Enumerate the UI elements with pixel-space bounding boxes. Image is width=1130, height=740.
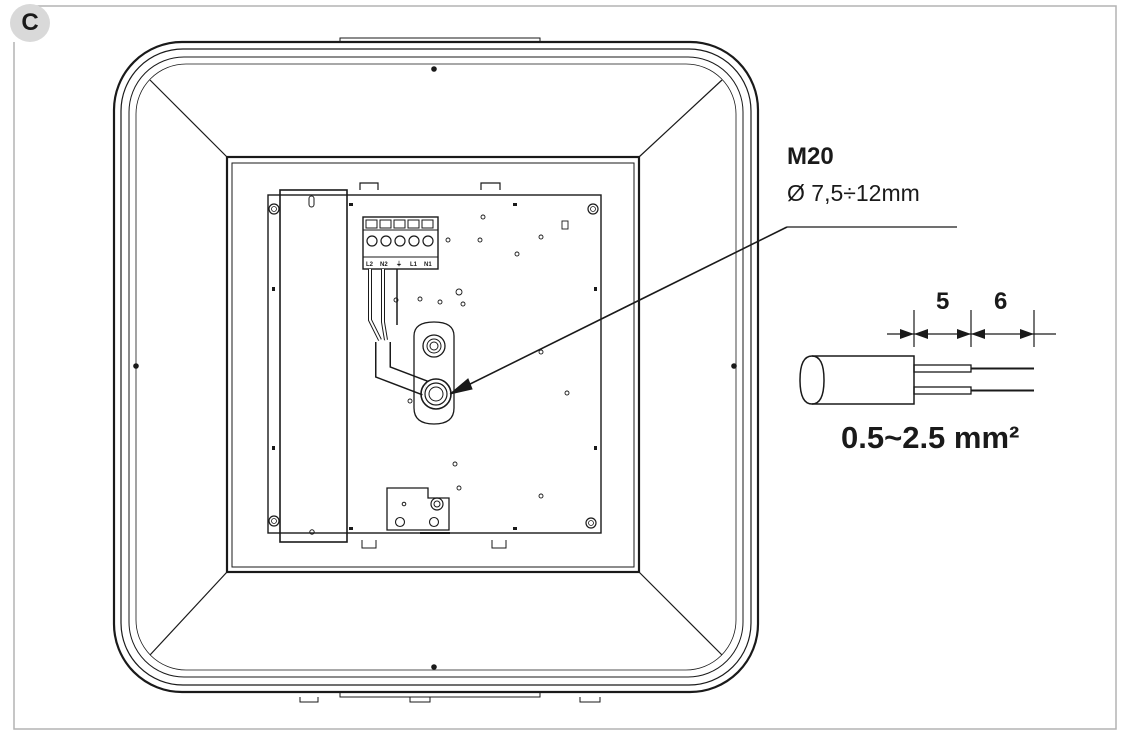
- strip-length-a: 5: [936, 288, 950, 315]
- plate-marks: [272, 203, 597, 530]
- plate-holes: [393, 214, 570, 499]
- terminal-label-ground: ⏚: [396, 261, 402, 268]
- panel-letter: C: [21, 9, 39, 36]
- inner-opening: [149, 79, 723, 656]
- strip-length-b: 6: [994, 288, 1008, 315]
- housing-screws: [133, 66, 737, 670]
- panel-badge: C: [10, 4, 50, 42]
- supply-wires: [368, 269, 428, 396]
- terminal-label-l1: L1: [410, 262, 418, 268]
- cable-glands: [413, 321, 455, 425]
- housing-outline: [112, 37, 760, 703]
- side-module: [279, 189, 348, 543]
- terminal-block: [362, 216, 439, 270]
- panel-frame: [13, 5, 1117, 730]
- cable-diameter-label: Ø 7,5÷12mm: [787, 180, 920, 206]
- terminal-label-l2: L2: [366, 262, 374, 268]
- dimension-arrows: [900, 329, 1034, 339]
- bottom-bracket: [386, 487, 450, 531]
- wire-strip-detail: [799, 310, 1056, 405]
- gland-leader: [449, 226, 957, 395]
- terminal-label-n1: N1: [424, 262, 432, 268]
- wire-cross-section-label: 0.5~2.5 mm²: [841, 420, 1020, 455]
- terminal-label-n2: N2: [380, 262, 388, 268]
- gland-size-label: M20: [787, 143, 834, 170]
- terminal-labels: L2 N2 ⏚ L1 N1: [366, 261, 432, 268]
- mounting-plate: [267, 182, 602, 549]
